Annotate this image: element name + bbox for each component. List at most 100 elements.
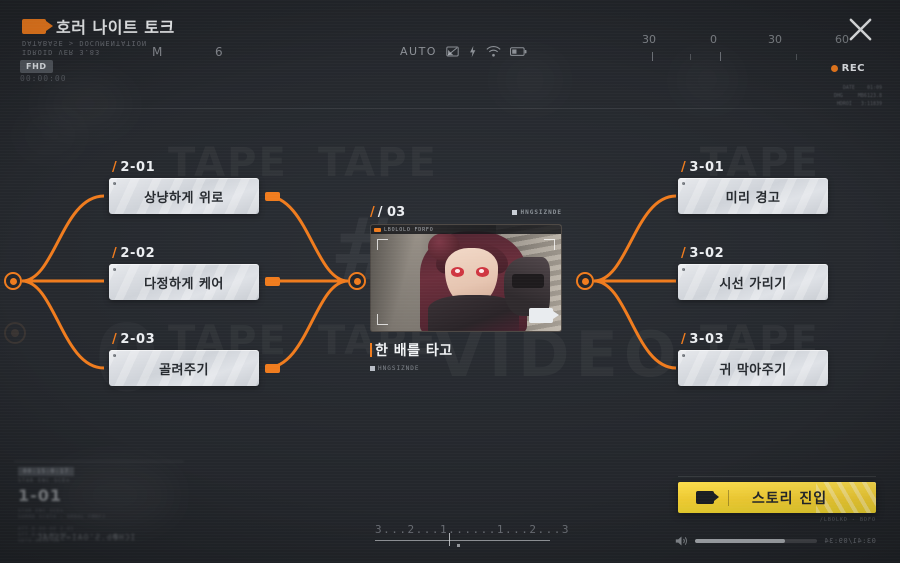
thumbnail-header-bar: LBOLOLO FDRFO [371, 225, 561, 234]
center-card-id: / 03 [377, 205, 406, 220]
frame-corner-icon [544, 239, 555, 250]
node-id-3-01: 3-01 [689, 160, 725, 175]
timeline-dot [457, 544, 460, 547]
auto-mode-label: AUTO [400, 45, 437, 58]
enter-story-label: 스토리 진입 [751, 490, 828, 507]
center-card-title-text: 한 배를 타고 [375, 343, 453, 359]
node-label-3-01: /3-01 [681, 160, 725, 175]
timeline-playhead[interactable] [449, 533, 450, 546]
node-label-2-02: /2-02 [112, 246, 156, 261]
branch-hub-right[interactable] [576, 272, 594, 290]
scale-tick-label: 30 [768, 33, 782, 46]
hud-telemetry-block: DATE 01:09 DHG MB6123.8 HDROI 3:11839 [833, 85, 882, 107]
node-label-2-03: /2-03 [112, 332, 156, 347]
decorative-node-ghost [4, 322, 26, 344]
frame-corner-icon [377, 314, 388, 325]
node-id-2-02: 2-02 [120, 246, 156, 261]
header-divider [0, 108, 900, 109]
center-episode-card: // 03 HNGSIZNDE [370, 205, 562, 372]
node-id-3-03: 3-03 [689, 332, 725, 347]
audio-progress-bar[interactable] [695, 539, 818, 543]
character-artwork [371, 225, 561, 331]
branch-node-3-01[interactable]: 미리 경고 [678, 178, 828, 214]
button-divider [728, 489, 729, 506]
panel-footer-right: ICHP [112, 533, 136, 542]
timeline-marks: 3...2...1......1...2...3 [375, 523, 570, 536]
center-card-title: 한 배를 타고 [370, 340, 562, 360]
decorative-blob [680, 60, 735, 100]
panel-tag: 00:15:0:17 [18, 467, 75, 476]
speaker-icon[interactable] [675, 535, 688, 547]
connector-plug [265, 364, 280, 373]
record-label: REC [841, 63, 865, 74]
hud-mode-indicator: M [152, 45, 163, 59]
node-label-3-03: /3-03 [681, 332, 725, 347]
branch-hub-center[interactable] [348, 272, 366, 290]
node-id-2-03: 2-03 [120, 332, 156, 347]
audio-player: 03:41/09:34 [675, 535, 876, 547]
episode-thumbnail[interactable]: LBOLOLO FDRFO [370, 224, 562, 332]
orientation-scale: 30 0 30 60 [600, 33, 880, 65]
story-button-divider [678, 476, 876, 477]
wifi-icon [486, 45, 501, 58]
timecode-display: 00:00:00 [20, 74, 67, 83]
branch-node-text: 시선 가리기 [719, 276, 787, 292]
decorative-blob [500, 60, 560, 100]
enter-story-button[interactable]: 스토리 진입 [678, 482, 876, 513]
branch-node-3-02[interactable]: 시선 가리기 [678, 264, 828, 300]
audio-progress-fill [695, 539, 786, 543]
branch-node-2-01[interactable]: 상냥하게 위로 [109, 178, 259, 214]
scale-tick-label: 0 [710, 33, 717, 46]
story-button-code: /LBOLKD - BDFO [819, 517, 876, 523]
center-card-label: // 03 HNGSIZNDE [370, 205, 562, 220]
branch-node-3-03[interactable]: 귀 막아주기 [678, 350, 828, 386]
hud-meta-text: IDROID VER 3.83 DATABASE > DOCUMENTATION [22, 38, 147, 56]
hud-meta-line2: DATABASE > DOCUMENTATION [22, 39, 148, 47]
panel-footer-left: Ob.S'OAI=SSDAC [36, 533, 118, 542]
node-id-2-01: 2-01 [120, 160, 156, 175]
video-camera-icon [696, 491, 719, 504]
panel-metadata: STAR ENC SCEn SORRD SCOTA : ORDAL FMRFJ … [18, 509, 106, 544]
frame-corner-icon [377, 239, 388, 250]
bottom-left-info-panel: 00:15:0:17 STAR ENC SCEn 1-01 STAR ENC S… [14, 461, 194, 545]
branch-node-text: 상냥하게 위로 [144, 190, 224, 206]
flash-icon [468, 45, 477, 58]
bottom-hud: 00:15:0:17 STAR ENC SCEn 1-01 STAR ENC S… [0, 453, 900, 563]
exposure-icon [446, 45, 459, 58]
tag-square-icon [370, 366, 375, 371]
connector-plug [265, 192, 280, 201]
node-id-3-02: 3-02 [689, 246, 725, 261]
node-label-3-02: /3-02 [681, 246, 725, 261]
audio-time-label: 03:41/09:34 [824, 537, 876, 545]
scale-tick-label: 60 [835, 33, 849, 46]
close-icon [849, 18, 871, 40]
node-label-2-01: /2-01 [112, 160, 156, 175]
resolution-badge: FHD [20, 60, 53, 73]
branch-node-text: 귀 막아주기 [719, 362, 787, 378]
branch-node-2-02[interactable]: 다정하게 케어 [109, 264, 259, 300]
decorative-blob [55, 470, 175, 520]
center-card-tag: HNGSIZNDE [512, 209, 562, 216]
hud-meta-line1: IDROID VER 3.83 [22, 48, 101, 56]
video-camera-icon [22, 18, 53, 34]
branch-node-text: 미리 경고 [725, 190, 781, 206]
record-dot-icon [830, 65, 838, 72]
panel-episode-number: 1-01 [18, 486, 63, 505]
background-watermark-tape: TAPE [318, 140, 438, 186]
timeline-track[interactable] [375, 533, 550, 547]
decorative-blob [40, 86, 130, 122]
timeline-scrubber[interactable]: 3...2...1......1...2...3 [375, 523, 570, 547]
camera-settings-row: AUTO [400, 45, 527, 58]
branch-node-2-03[interactable]: 골려주기 [109, 350, 259, 386]
window-title-row: 호러 나이트 토크 [22, 14, 175, 38]
page-title: 호러 나이트 토크 [56, 18, 175, 37]
branch-node-text: 다정하게 케어 [144, 276, 224, 292]
thumbnail-header-text: LBOLOLO FDRFO [384, 226, 434, 233]
close-button[interactable] [840, 10, 880, 48]
branch-hub-left[interactable] [4, 272, 22, 290]
thumbnail-camera-icon [529, 308, 559, 323]
battery-icon [509, 46, 527, 57]
connector-plug [265, 277, 280, 286]
